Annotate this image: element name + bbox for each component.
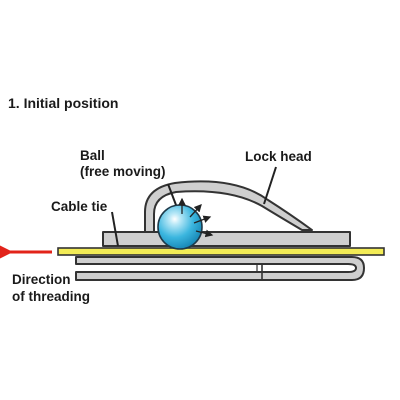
label-cable-tie: Cable tie — [51, 199, 108, 214]
cable-tie-strip — [57, 247, 385, 256]
housing-upper-frame — [102, 231, 351, 247]
leader-lines — [111, 166, 277, 247]
label-ball: Ball — [80, 148, 105, 163]
label-direction-sub: of threading — [12, 289, 90, 304]
label-direction: Direction — [12, 272, 71, 287]
lock-head-arm — [144, 180, 313, 233]
label-lock-head: Lock head — [245, 149, 312, 164]
housing-bottom-plate — [75, 256, 365, 281]
label-ball-sub: (free moving) — [80, 164, 166, 179]
ball-motion-arrows — [178, 197, 214, 238]
step-title: 1. Initial position — [8, 95, 118, 111]
